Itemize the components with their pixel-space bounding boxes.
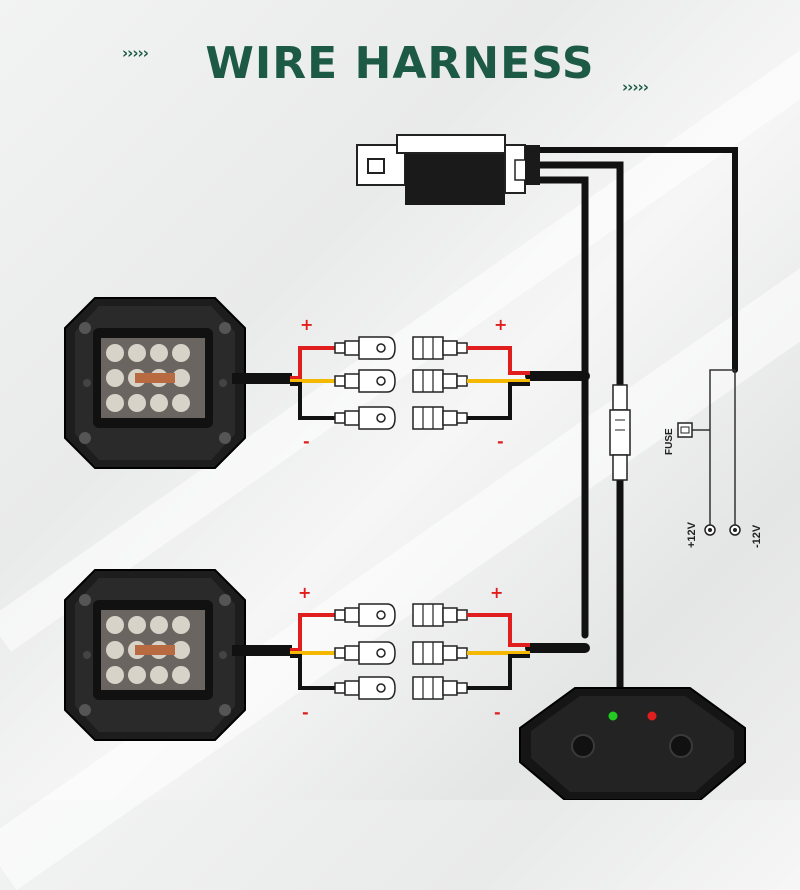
ring-terminal: [334, 641, 396, 665]
relay-icon: [356, 134, 540, 205]
fuse-branch: [690, 369, 736, 525]
positive-label: +: [300, 315, 313, 334]
page-title: WIRE HARNESS: [205, 38, 595, 89]
fuse-icon: [677, 422, 693, 438]
chevron-decor-left: ›››››: [122, 44, 149, 62]
indicator-light-red: [647, 711, 657, 721]
fuse-label: FUSE: [664, 428, 675, 455]
wire-negative: [290, 382, 335, 420]
positive-label: +: [490, 583, 503, 602]
negative-label: -: [303, 432, 310, 451]
ring-terminal: [334, 406, 396, 430]
wire-positive: [467, 346, 530, 375]
lamp-group-2: + + - -: [64, 569, 530, 741]
lamp-icon: [64, 297, 246, 469]
chevron-decor-right: ›››››: [622, 78, 649, 96]
spade-terminal: [412, 641, 468, 665]
ring-terminal: [334, 369, 396, 393]
positive-label: +: [494, 315, 507, 334]
spade-terminal: [412, 406, 468, 430]
wire-positive: [467, 613, 530, 647]
wire-positive: [290, 346, 335, 380]
ring-terminal: [334, 336, 396, 360]
controller-icon: [519, 687, 746, 800]
battery-positive-label: +12V: [686, 521, 698, 548]
control-button[interactable]: [669, 734, 693, 758]
ring-terminal: [334, 603, 396, 627]
wire-negative: [467, 382, 530, 420]
indicator-light-green: [608, 711, 618, 721]
battery-negative-label: -12V: [751, 524, 763, 548]
battery-terminal-positive: [704, 524, 716, 536]
negative-label: -: [302, 703, 309, 722]
connector-icon: [609, 384, 631, 481]
ring-terminal: [334, 676, 396, 700]
positive-label: +: [298, 583, 311, 602]
spade-terminal: [412, 603, 468, 627]
battery-terminal-negative: [729, 524, 741, 536]
control-button[interactable]: [571, 734, 595, 758]
spade-terminal: [412, 676, 468, 700]
wiring-diagram: FUSE +12V -12V + + - -: [64, 134, 763, 800]
negative-label: -: [497, 432, 504, 451]
wire-negative: [290, 654, 335, 690]
spade-terminal: [412, 336, 468, 360]
lamp-cable: [232, 373, 292, 384]
negative-label: -: [494, 703, 501, 722]
spade-terminal: [412, 369, 468, 393]
lamp-cable: [232, 645, 292, 656]
harness-trunk: [525, 147, 738, 694]
lamp-icon: [64, 569, 246, 741]
wire-negative: [467, 654, 530, 690]
lamp-group-1: + + - -: [64, 297, 530, 469]
wire-positive: [290, 613, 335, 652]
